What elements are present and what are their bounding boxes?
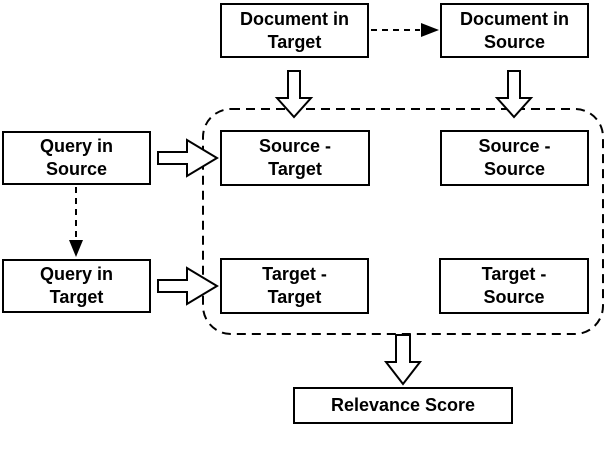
block-arrow-right-query-target-icon xyxy=(157,266,219,306)
node-target-source: Target - Source xyxy=(439,258,589,314)
node-source-source: Source - Source xyxy=(440,130,589,186)
block-arrow-right-query-source-icon xyxy=(157,138,219,178)
block-arrow-down-relevance-icon xyxy=(383,334,423,386)
block-arrow-down-document-target-icon xyxy=(274,70,314,119)
node-query-in-target: Query in Target xyxy=(2,259,151,313)
node-document-in-target: Document in Target xyxy=(220,3,369,58)
node-relevance-score: Relevance Score xyxy=(293,387,513,424)
dashed-arrow-doc-target-to-doc-source xyxy=(371,23,439,37)
dashed-arrow-query-source-to-query-target xyxy=(69,187,83,257)
node-source-target: Source - Target xyxy=(220,130,370,186)
node-target-target: Target - Target xyxy=(220,258,369,314)
block-arrow-down-document-source-icon xyxy=(494,70,534,119)
node-document-in-source: Document in Source xyxy=(440,3,589,58)
node-query-in-source: Query in Source xyxy=(2,131,151,185)
